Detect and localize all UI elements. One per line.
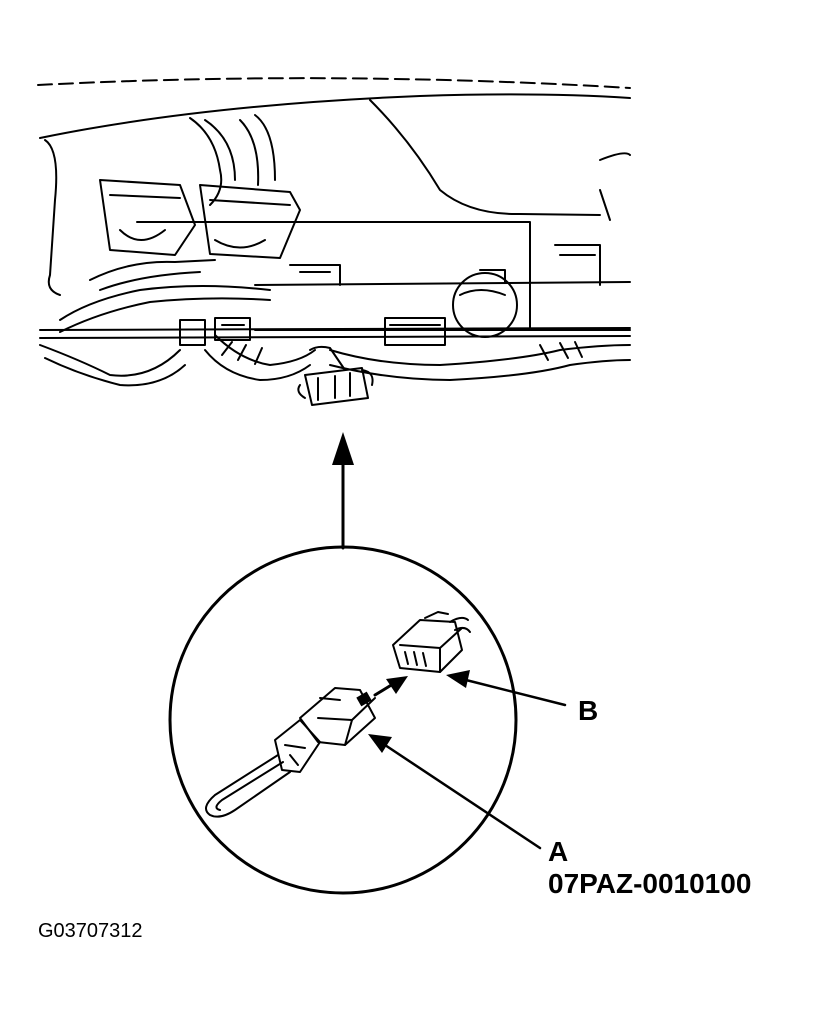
connector-b — [392, 611, 471, 673]
panel-edge-dashed — [37, 77, 631, 89]
callout-a-label: A — [548, 836, 569, 867]
part-number-label: 07PAZ-0010100 — [548, 868, 752, 899]
vehicle-underside-view — [37, 77, 631, 406]
leader-b — [446, 670, 567, 707]
body-outline — [39, 93, 631, 139]
wire-harness — [189, 117, 223, 206]
control-unit — [136, 221, 531, 331]
harness-connector — [304, 367, 369, 406]
callout-b-label: B — [578, 695, 599, 726]
test-harness-a — [205, 687, 376, 818]
left-bracket — [44, 139, 61, 296]
panel-hole — [452, 272, 518, 338]
location-arrow — [332, 432, 354, 550]
mating-arrow — [356, 676, 408, 707]
detail-circle — [168, 545, 518, 895]
figure-code: G03707312 — [38, 920, 143, 942]
leader-a — [368, 734, 542, 850]
